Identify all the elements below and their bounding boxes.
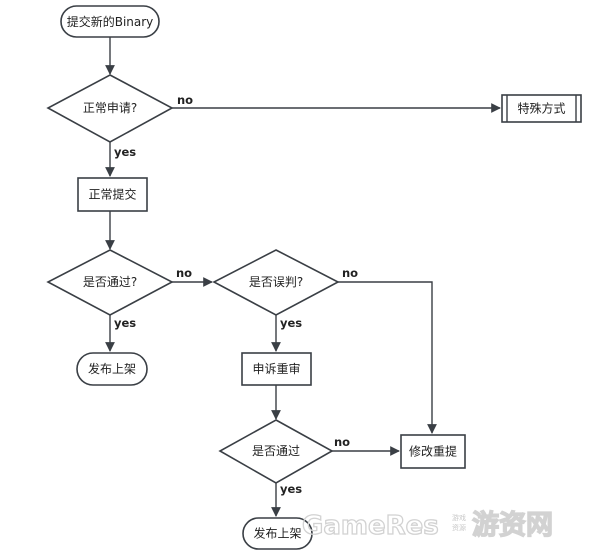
node-passed-2-label: 是否通过 — [252, 444, 300, 458]
node-modify-resubmit: 修改重提 — [400, 434, 466, 469]
watermark-cn: 游资网 — [472, 510, 553, 541]
label-misjudged-yes: yes — [280, 316, 302, 330]
node-normal-request-label: 正常申请? — [83, 101, 137, 115]
node-submit-binary-label: 提交新的Binary — [67, 14, 154, 29]
label-passed-1-no: no — [176, 266, 192, 280]
label-normal-request-yes: yes — [114, 145, 136, 159]
node-special-method-label: 特殊方式 — [517, 101, 565, 116]
node-modify-resubmit-label: 修改重提 — [409, 444, 457, 459]
watermark: GameRes 游戏 资源 游资网 — [301, 509, 553, 541]
watermark-small-2: 资源 — [452, 523, 466, 532]
node-normal-submit-label: 正常提交 — [88, 187, 136, 202]
node-normal-submit: 正常提交 — [77, 177, 148, 212]
label-passed-2-yes: yes — [280, 482, 302, 496]
node-appeal-review: 申诉重审 — [241, 352, 312, 386]
node-passed-2: 是否通过 — [218, 419, 334, 484]
watermark-brand: GameRes — [302, 511, 439, 541]
label-passed-1-yes: yes — [114, 316, 136, 330]
node-misjudged: 是否误判? — [212, 249, 340, 316]
node-publish-2-label: 发布上架 — [253, 526, 301, 541]
edge-labels: no yes no yes no yes no yes — [114, 93, 358, 496]
node-submit-binary: 提交新的Binary — [60, 5, 160, 38]
node-misjudged-label: 是否误判? — [249, 275, 303, 289]
label-passed-2-no: no — [334, 435, 350, 449]
connectors — [105, 37, 501, 517]
node-publish-1: 发布上架 — [76, 352, 148, 386]
node-publish-1-label: 发布上架 — [88, 361, 136, 376]
label-misjudged-no: no — [342, 266, 358, 280]
watermark-small-1: 游戏 — [452, 513, 466, 522]
node-special-method: 特殊方式 — [501, 94, 582, 123]
node-appeal-review-label: 申诉重审 — [252, 361, 300, 376]
node-passed-1: 是否通过? — [46, 249, 174, 316]
node-normal-request: 正常申请? — [46, 74, 174, 143]
node-passed-1-label: 是否通过? — [83, 275, 137, 289]
edge-misjudged-to-modify — [338, 281, 437, 434]
node-publish-2: 发布上架 — [242, 517, 313, 550]
label-normal-request-no: no — [177, 93, 193, 107]
